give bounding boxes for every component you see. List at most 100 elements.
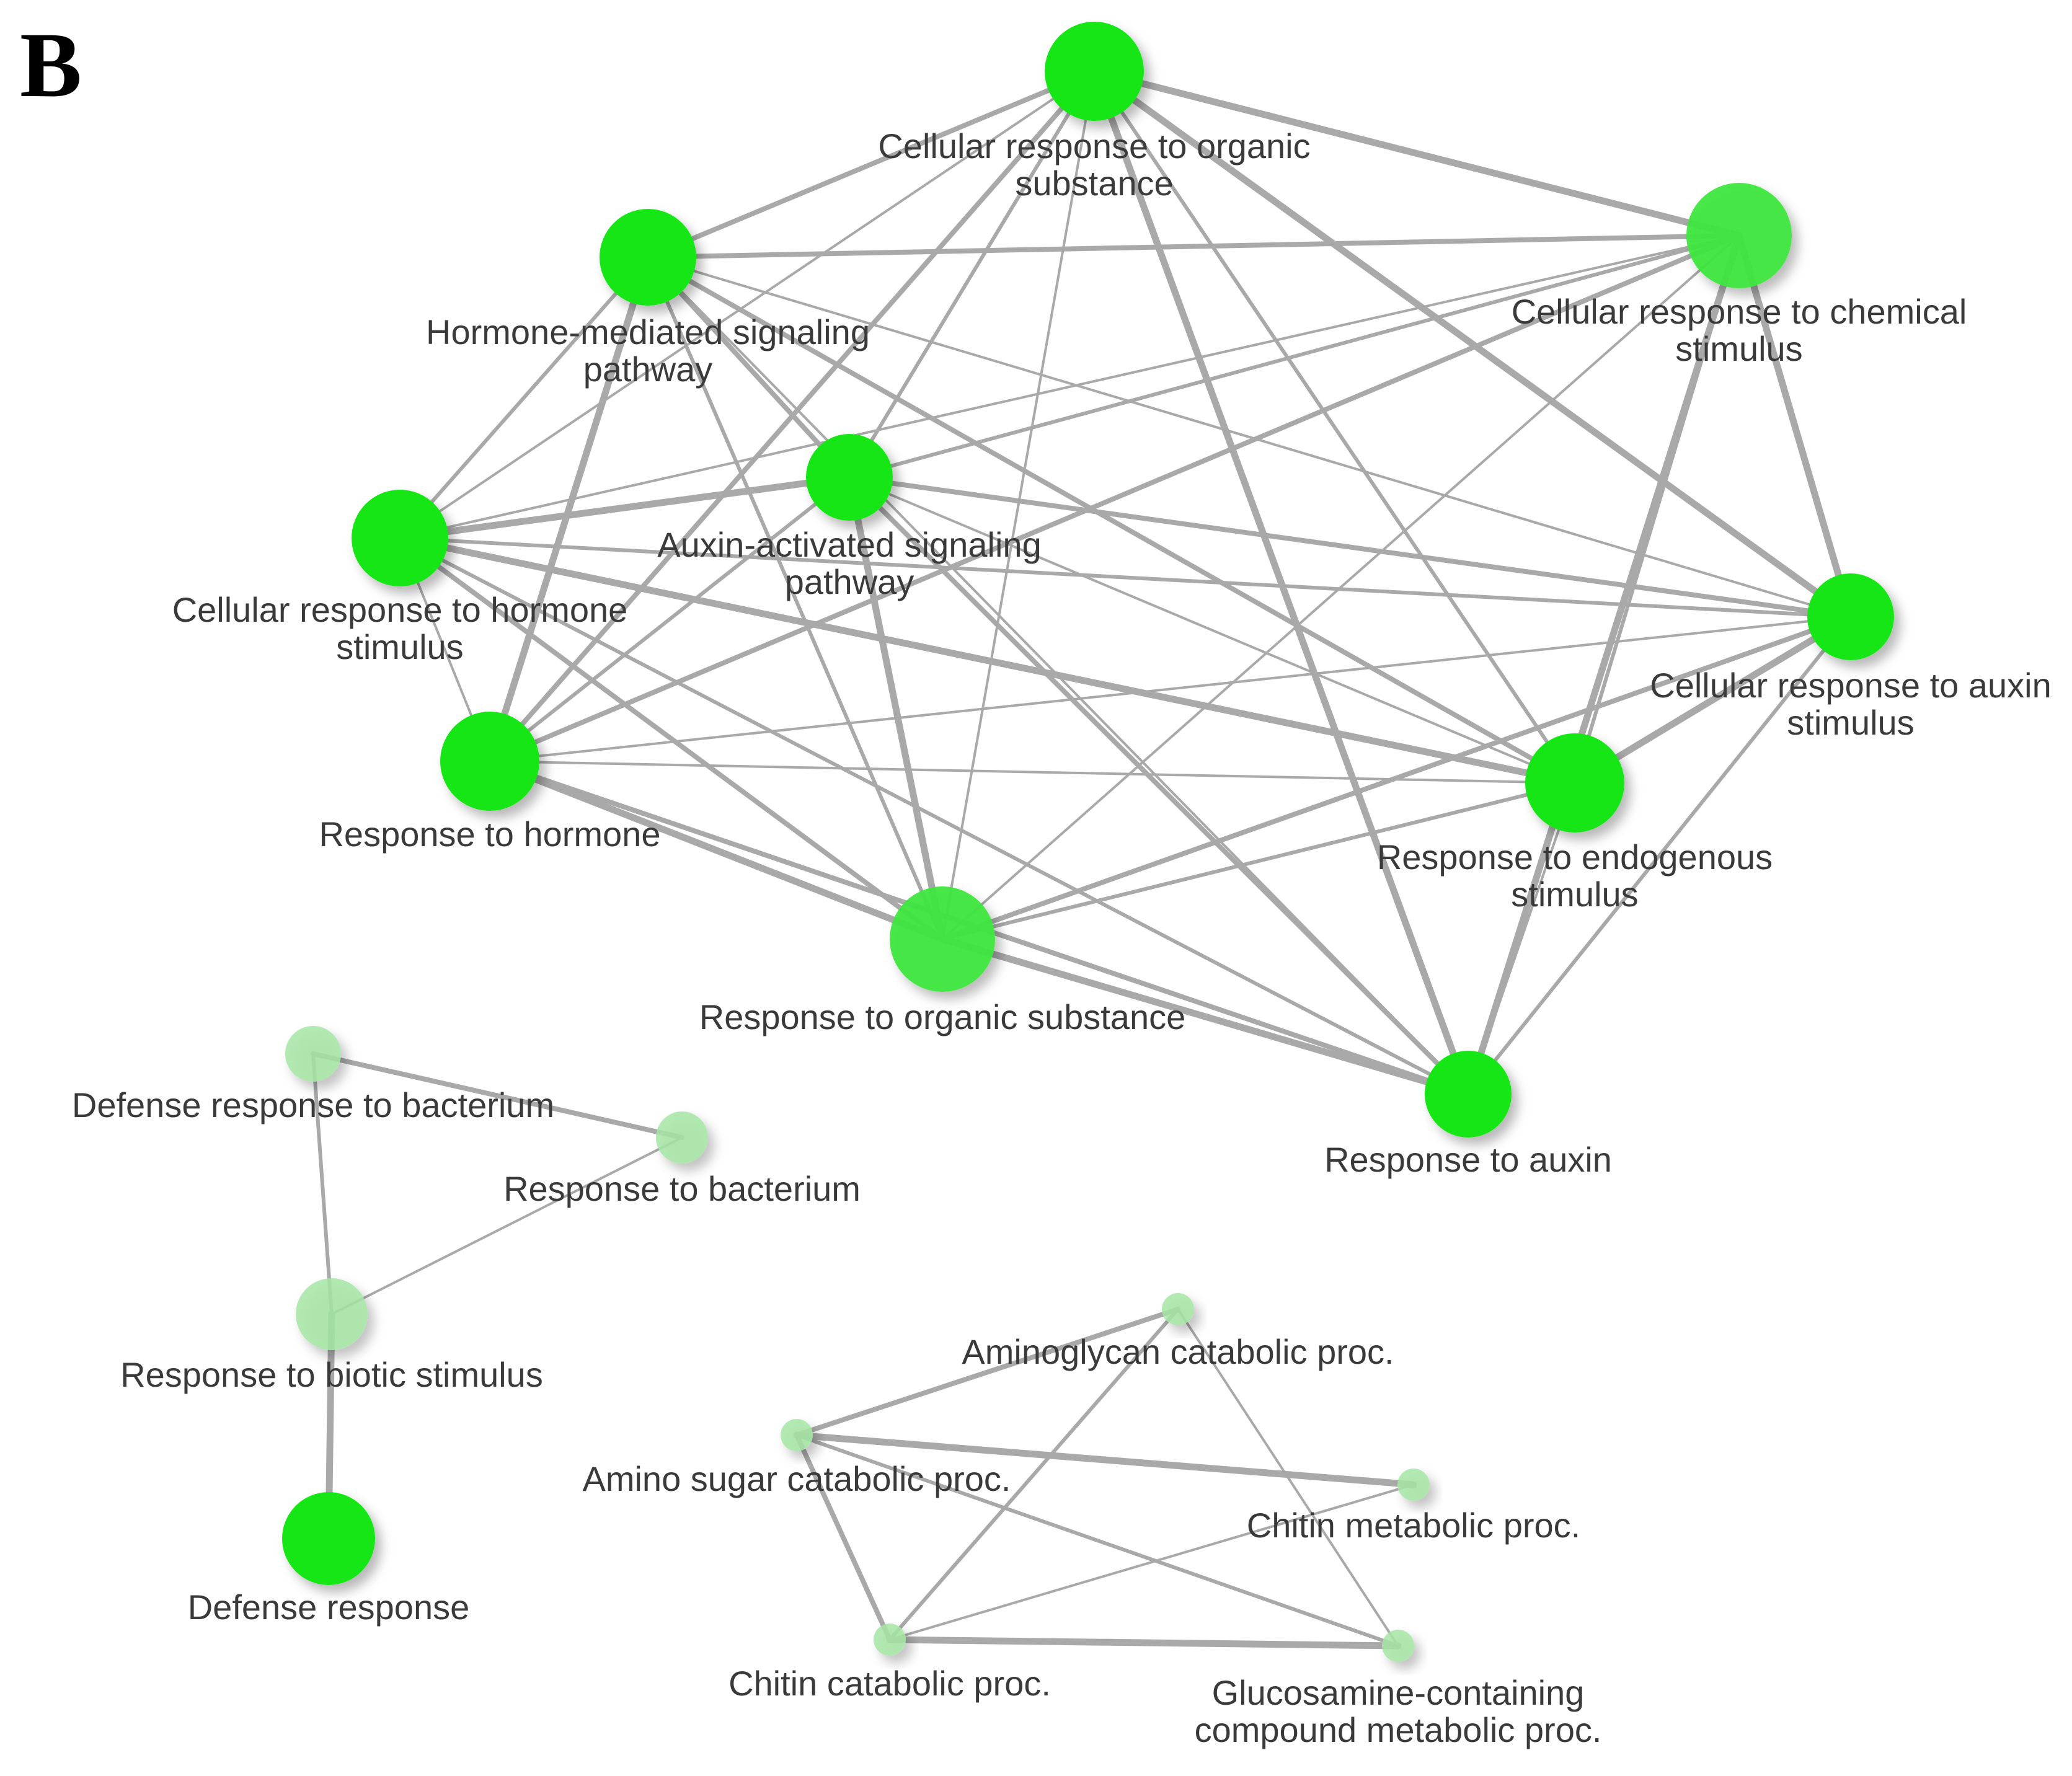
node-label-n11: Defense response to bacterium	[72, 1085, 554, 1124]
node-label-line: Response to bacterium	[503, 1169, 861, 1208]
node-n14[interactable]	[282, 1492, 375, 1585]
node-label-line: Cellular response to chemical	[1512, 292, 1967, 331]
edge-n11-n12	[311, 1051, 684, 1140]
node-n3[interactable]	[600, 209, 696, 306]
edge-n3-n5	[398, 255, 650, 540]
node-n8[interactable]	[1525, 733, 1624, 833]
node-label-line: Response to biotic stimulus	[120, 1355, 543, 1394]
edge-n18-n19	[886, 1636, 1402, 1650]
edge-n1-n2	[1091, 68, 1743, 239]
node-label-line: Response to hormone	[319, 815, 660, 854]
edge-n6-n8	[1571, 613, 1854, 787]
edge-n3-n8	[645, 255, 1577, 785]
node-n10[interactable]	[1425, 1051, 1512, 1138]
node-label-line: Hormone-mediated signaling	[426, 312, 870, 351]
node-label-line: stimulus	[1787, 703, 1914, 742]
node-label-line: Response to endogenous	[1377, 837, 1773, 877]
node-n4[interactable]	[806, 434, 893, 521]
node-label-n12: Response to bacterium	[503, 1169, 861, 1208]
edge-n11-n13	[311, 1052, 334, 1316]
edge-n1-n5	[399, 70, 1096, 539]
edge-n5-n9	[397, 536, 945, 942]
edge-n7-n8	[489, 760, 1576, 784]
edge-n2-n10	[1464, 232, 1743, 1098]
node-label-line: Chitin catabolic proc.	[728, 1664, 1051, 1703]
node-label-n9: Response to organic substance	[699, 997, 1186, 1036]
node-label-line: pathway	[583, 350, 713, 389]
node-label-line: stimulus	[1511, 875, 1638, 914]
node-label-n17: Chitin metabolic proc.	[1247, 1506, 1580, 1545]
edge-n8-n10	[1467, 782, 1576, 1095]
node-n5[interactable]	[352, 490, 448, 586]
edge-n9-n10	[939, 935, 1472, 1098]
node-n2[interactable]	[1686, 183, 1792, 288]
node-label-line: Defense response to bacterium	[72, 1085, 554, 1124]
edge-n4-n5	[396, 474, 853, 542]
node-n7[interactable]	[440, 712, 539, 811]
edge-n3-n9	[646, 255, 944, 941]
node-label-line: Amino sugar catabolic proc.	[582, 1459, 1011, 1498]
edge-n16-n17	[793, 1431, 1417, 1488]
node-label-n7: Response to hormone	[319, 815, 660, 854]
edge-n15-n16	[794, 1307, 1180, 1438]
edge-n1-n10	[1091, 68, 1472, 1098]
edge-n6-n7	[489, 616, 1852, 762]
edge-n1-n9	[941, 70, 1096, 940]
edge-n16-n19	[795, 1433, 1400, 1648]
node-label-n18: Chitin catabolic proc.	[728, 1664, 1051, 1703]
node-n12[interactable]	[656, 1111, 708, 1164]
edge-n2-n3	[645, 233, 1742, 260]
edge-n2-n4	[848, 234, 1741, 479]
node-label-line: stimulus	[1675, 329, 1802, 368]
edge-n5-n6	[398, 536, 1853, 619]
panel-letter: B	[20, 14, 82, 117]
edge-n1-n8	[1092, 69, 1577, 785]
edge-n6-n10	[1466, 615, 1853, 1096]
node-label-line: Auxin-activated signaling	[657, 525, 1041, 564]
edge-n2-n7	[487, 233, 1742, 764]
node-label-line: Defense response	[188, 1588, 470, 1627]
node-n11[interactable]	[285, 1026, 341, 1082]
edge-n4-n8	[848, 476, 1576, 784]
node-n9[interactable]	[890, 886, 995, 992]
node-label-line: substance	[1015, 164, 1173, 203]
node-n1[interactable]	[1045, 22, 1144, 121]
edge-n4-n10	[847, 475, 1471, 1097]
edge-n15-n18	[888, 1307, 1180, 1641]
node-label-line: pathway	[785, 562, 914, 601]
node-n17[interactable]	[1397, 1469, 1430, 1501]
node-n13[interactable]	[296, 1278, 368, 1350]
node-n15[interactable]	[1162, 1293, 1194, 1325]
node-label-line: compound metabolic proc.	[1195, 1710, 1602, 1749]
node-label-n13: Response to biotic stimulus	[120, 1355, 543, 1394]
node-label-line: Cellular response to auxin	[1650, 666, 2051, 705]
node-n19[interactable]	[1382, 1630, 1414, 1662]
edge-n1-n6	[1091, 68, 1854, 621]
edge-n7-n9	[486, 758, 946, 943]
edge-n8-n9	[941, 781, 1577, 941]
node-n16[interactable]	[781, 1419, 813, 1451]
node-n18[interactable]	[874, 1624, 906, 1656]
node-label-line: Response to auxin	[1324, 1140, 1612, 1179]
edge-n16-n18	[794, 1433, 892, 1642]
edge-n1-n4	[848, 69, 1096, 479]
node-label-n10: Response to auxin	[1324, 1140, 1612, 1179]
node-label-line: Aminoglycan catabolic proc.	[962, 1332, 1394, 1371]
node-n6[interactable]	[1807, 573, 1894, 660]
edge-n4-n7	[488, 475, 851, 763]
node-label-n16: Amino sugar catabolic proc.	[582, 1459, 1011, 1498]
node-label-line: Cellular response to hormone	[172, 590, 628, 629]
edge-n6-n9	[940, 614, 1853, 942]
node-label-line: stimulus	[336, 627, 463, 666]
node-label-n15: Aminoglycan catabolic proc.	[962, 1332, 1394, 1371]
